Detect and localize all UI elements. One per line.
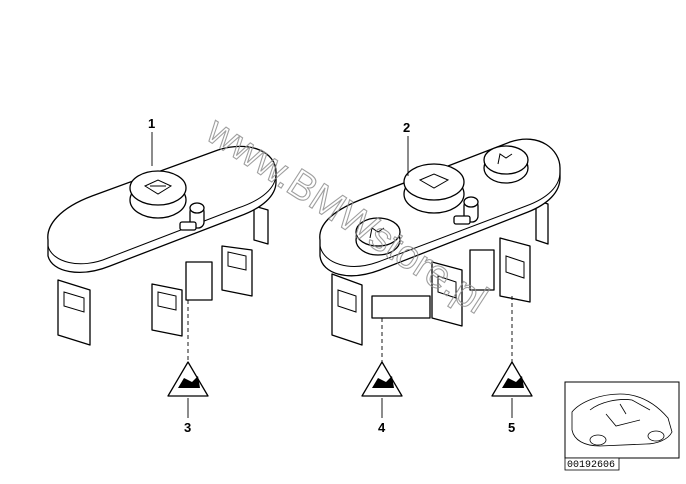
warning-label-4 — [361, 361, 403, 397]
callout-3: 3 — [184, 420, 191, 435]
warning-label-3 — [167, 361, 209, 397]
callout-2: 2 — [403, 120, 410, 135]
warning-label-5 — [491, 361, 533, 397]
switch-panel-triple — [319, 138, 561, 346]
callout-5: 5 — [508, 420, 515, 435]
callout-4: 4 — [378, 420, 386, 435]
toggle-lever — [179, 202, 205, 231]
reference-number: 00192606 — [567, 460, 615, 471]
rotary-knob — [403, 163, 465, 214]
callout-1: 1 — [148, 116, 155, 131]
seat-heater-button-left — [355, 217, 401, 256]
vehicle-thumbnail: 00192606 — [564, 381, 680, 471]
mounting-clips — [57, 205, 269, 346]
rotary-knob — [129, 170, 187, 219]
car-outline-icon — [571, 393, 673, 447]
toggle-lever — [453, 196, 479, 225]
mounting-clips — [331, 199, 549, 346]
switch-panel-single — [47, 145, 277, 346]
seat-heater-button-right — [483, 145, 529, 184]
leader-lines — [151, 132, 513, 418]
